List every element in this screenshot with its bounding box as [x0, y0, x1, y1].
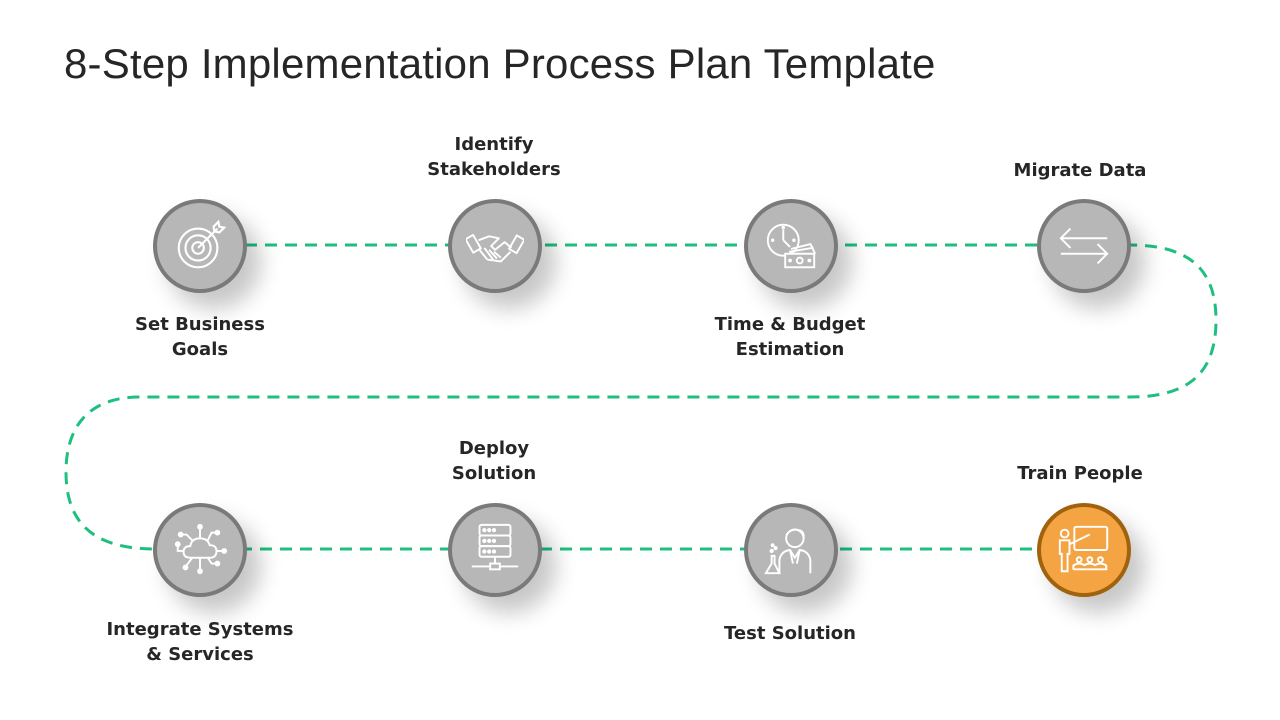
step-2-node[interactable] [448, 199, 542, 293]
cloud-network-icon [174, 523, 228, 575]
step-8-label: Integrate Systems & Services [106, 619, 294, 665]
step-3-label: Time & Budget Estimation [714, 314, 866, 360]
target-icon [177, 219, 227, 269]
clock-money-icon [766, 223, 817, 269]
step-5-label: Train People [1017, 463, 1143, 484]
step-6-label: Test Solution [724, 623, 856, 644]
step-1-node[interactable] [153, 199, 247, 293]
step-1-label: Set Business Goals [135, 314, 265, 360]
step-8-node[interactable] [153, 503, 247, 597]
step-7-label: Deploy Solution [451, 438, 537, 484]
scientist-icon [764, 528, 812, 575]
exchange-arrows-icon [1059, 227, 1109, 265]
step-7-node[interactable] [448, 503, 542, 597]
step-6-node[interactable] [744, 503, 838, 597]
step-4-node[interactable] [1037, 199, 1131, 293]
step-4-label: Migrate Data [1013, 160, 1147, 181]
server-icon [471, 523, 519, 571]
handshake-icon [466, 233, 524, 263]
slide-title: 8-Step Implementation Process Plan Templ… [64, 40, 936, 87]
presentation-teacher-icon [1058, 525, 1109, 573]
step-3-node[interactable] [744, 199, 838, 293]
step-5-node[interactable] [1037, 503, 1131, 597]
step-2-label: Identify Stakeholders [427, 134, 561, 180]
